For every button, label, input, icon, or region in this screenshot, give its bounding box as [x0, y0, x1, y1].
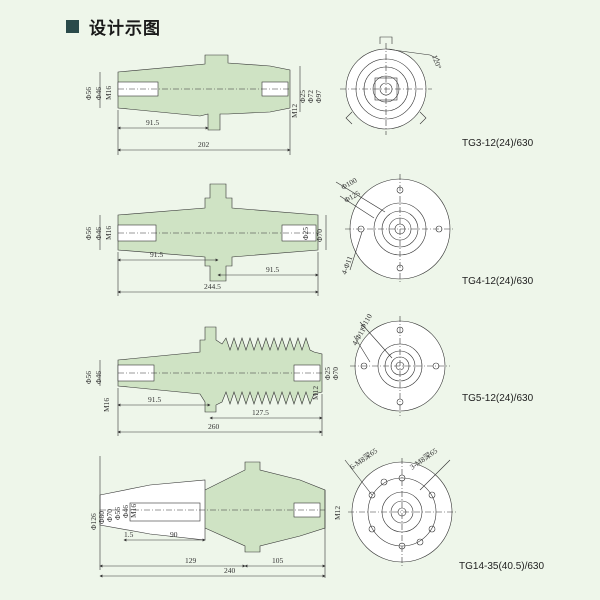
dim-d46: Φ46: [94, 227, 103, 240]
caption-tg3: TG3-12(24)/630: [462, 138, 534, 149]
dim-len-129: 129: [185, 556, 197, 565]
dim-len-a: 91.5: [148, 395, 161, 404]
dim-d70: Φ70: [331, 367, 340, 380]
dim-d97: Φ97: [314, 90, 323, 103]
dim-angle: 120°: [430, 54, 443, 70]
dim-d46: Φ46: [94, 371, 103, 384]
dim-len-90: 90: [170, 530, 178, 539]
dim-d72: Φ72: [306, 90, 315, 103]
dim-m16: M16: [102, 398, 111, 412]
dim-d25: Φ25: [323, 367, 332, 380]
front-view-tg14: [344, 458, 456, 566]
dim-len-total: 244.5: [204, 282, 221, 291]
dim-d46: Φ46: [121, 505, 130, 518]
dim-m16: M16: [104, 86, 113, 100]
side-view-tg14: [99, 456, 326, 578]
dim-d70: Φ70: [105, 509, 114, 522]
dim-len-1: 1.5: [124, 530, 134, 539]
caption-tg5: TG5-12(24)/630: [462, 393, 534, 404]
dim-d56: Φ56: [84, 227, 93, 240]
caption-tg14: TG14-35(40.5)/630: [459, 561, 545, 572]
dim-len-b: 91.5: [266, 265, 279, 274]
dim-len-b: 127.5: [252, 408, 269, 417]
side-view-tg5: [99, 326, 323, 436]
bullet-square-icon: [66, 20, 79, 33]
dim-d126: Φ126: [89, 513, 98, 530]
dim-m12: M12: [311, 386, 320, 400]
dim-d56: Φ56: [113, 507, 122, 520]
dim-d25: Φ25: [301, 227, 310, 240]
dim-m12: M12: [290, 104, 299, 118]
dim-len-total: 202: [198, 140, 210, 149]
dim-len-a: 91.5: [150, 250, 163, 259]
caption-tg4: TG4-12(24)/630: [462, 276, 534, 287]
side-view-tg3: [99, 54, 301, 155]
dim-m12: M12: [333, 506, 342, 520]
dim-d80: Φ80: [97, 511, 106, 524]
dim-d70: Φ70: [315, 229, 324, 242]
side-view-tg4: [99, 183, 327, 296]
dim-d46: Φ46: [94, 87, 103, 100]
dim-d56: Φ56: [84, 87, 93, 100]
dim-holes: 4-Φ11: [339, 255, 354, 276]
dim-m16: M16: [129, 504, 138, 518]
front-view-tg3: [340, 36, 441, 135]
dim-m16: M16: [104, 226, 113, 240]
dim-bolts-a: 6-M8深65: [348, 446, 379, 472]
dim-d56: Φ56: [84, 371, 93, 384]
dim-d25: Φ25: [298, 90, 307, 103]
section-header: 设计示图: [66, 14, 161, 39]
dim-len-105: 105: [272, 556, 284, 565]
dim-len-240: 240: [224, 566, 236, 575]
front-view-tg5: [350, 316, 450, 416]
dim-len-total: 260: [208, 422, 220, 431]
section-title: 设计示图: [89, 19, 161, 39]
dim-len-a: 91.5: [146, 118, 159, 127]
front-view-tg4: [335, 174, 455, 284]
